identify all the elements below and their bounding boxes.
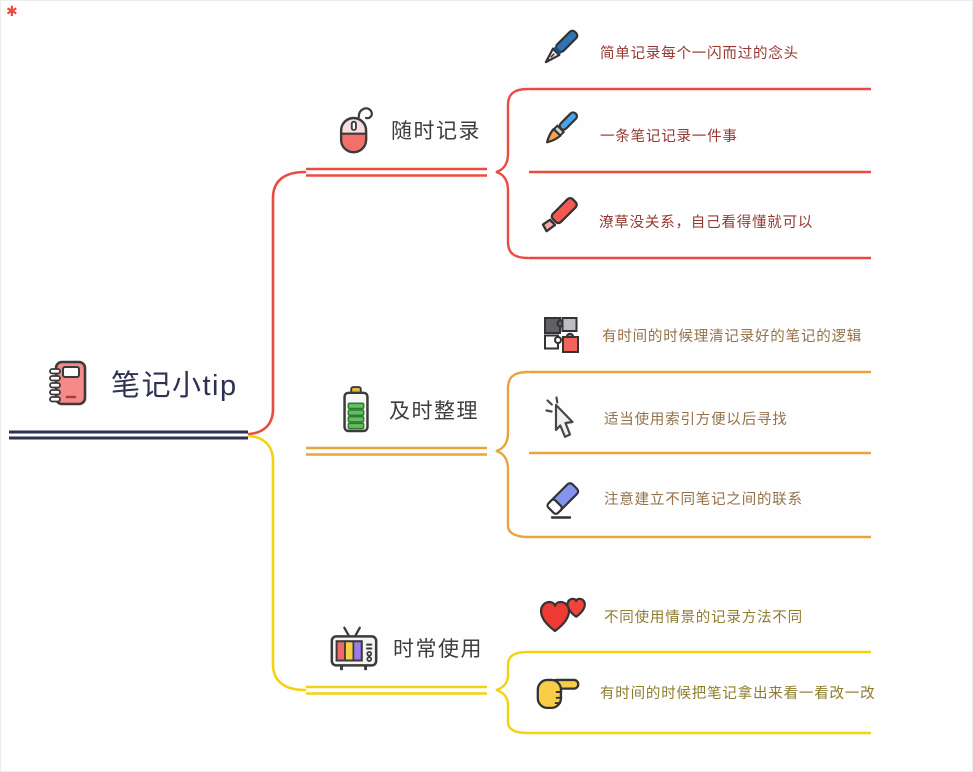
hearts-icon [539, 597, 586, 633]
branch-node-shichang-shiyong[interactable]: 时常使用 [327, 617, 483, 679]
root-label: 笔记小tip [111, 370, 238, 402]
pointing-hand-icon [536, 678, 580, 710]
battery-icon [343, 386, 369, 433]
child-node[interactable]: 不同使用情景的记录方法不同 [537, 587, 803, 645]
root-underline [9, 430, 248, 440]
notebook-icon [49, 360, 87, 406]
pen-icon [544, 29, 579, 64]
child-node[interactable]: 注意建立不同笔记之间的联系 [539, 469, 803, 527]
child-node[interactable]: 适当使用索引方便以后寻找 [539, 389, 788, 447]
branch-3-underline [306, 685, 487, 695]
child-label: 适当使用索引方便以后寻找 [604, 411, 788, 428]
branch-label: 及时整理 [389, 400, 479, 423]
child-label: 简单记录每个一闪而过的念头 [600, 45, 799, 62]
child-node[interactable]: 潦草没关系，自己看得懂就可以 [532, 192, 813, 250]
branch-2-child-underlines [529, 370, 871, 539]
child-node[interactable]: 简单记录每个一闪而过的念头 [535, 23, 799, 81]
branch-node-suishi-jilu[interactable]: 随时记录 [331, 99, 481, 161]
root-to-branch1-curve [247, 170, 307, 436]
watermark-glyph: ✱ [6, 3, 18, 19]
root-to-branch3-curve [247, 434, 307, 692]
child-label: 注意建立不同笔记之间的联系 [604, 491, 803, 508]
child-label: 有时间的时候把笔记拿出来看一看改一改 [600, 685, 876, 702]
branch-label: 时常使用 [393, 638, 483, 661]
branch-3-child-underlines [529, 650, 871, 735]
child-label: 一条笔记记录一件事 [600, 128, 738, 145]
child-node[interactable]: 有时间的时候理清记录好的笔记的逻辑 [537, 306, 862, 364]
branch-1-underline [306, 167, 487, 177]
branch-2-underline [306, 446, 487, 456]
child-node[interactable]: 一条笔记记录一件事 [535, 106, 738, 164]
eraser-icon [546, 482, 580, 519]
child-label: 不同使用情景的记录方法不同 [604, 609, 803, 626]
branch-1-child-underlines [529, 87, 871, 260]
cursor-icon [545, 396, 574, 438]
root-node[interactable]: 笔记小tip [41, 353, 238, 413]
tv-icon [330, 626, 378, 671]
child-label: 有时间的时候理清记录好的笔记的逻辑 [602, 328, 863, 345]
puzzle-icon [544, 317, 579, 353]
child-node[interactable]: 有时间的时候把笔记拿出来看一看改一改 [533, 663, 875, 721]
branch-1-brace [495, 87, 530, 260]
marker-icon [541, 196, 578, 233]
child-label: 潦草没关系，自己看得懂就可以 [599, 214, 814, 231]
branch-node-jishi-zhengli[interactable]: 及时整理 [335, 379, 479, 441]
branch-3-brace [495, 650, 530, 735]
branch-label: 随时记录 [391, 120, 481, 143]
branch-2-brace [495, 370, 530, 539]
mouse-icon [339, 107, 373, 154]
paintbrush-icon [546, 111, 579, 144]
